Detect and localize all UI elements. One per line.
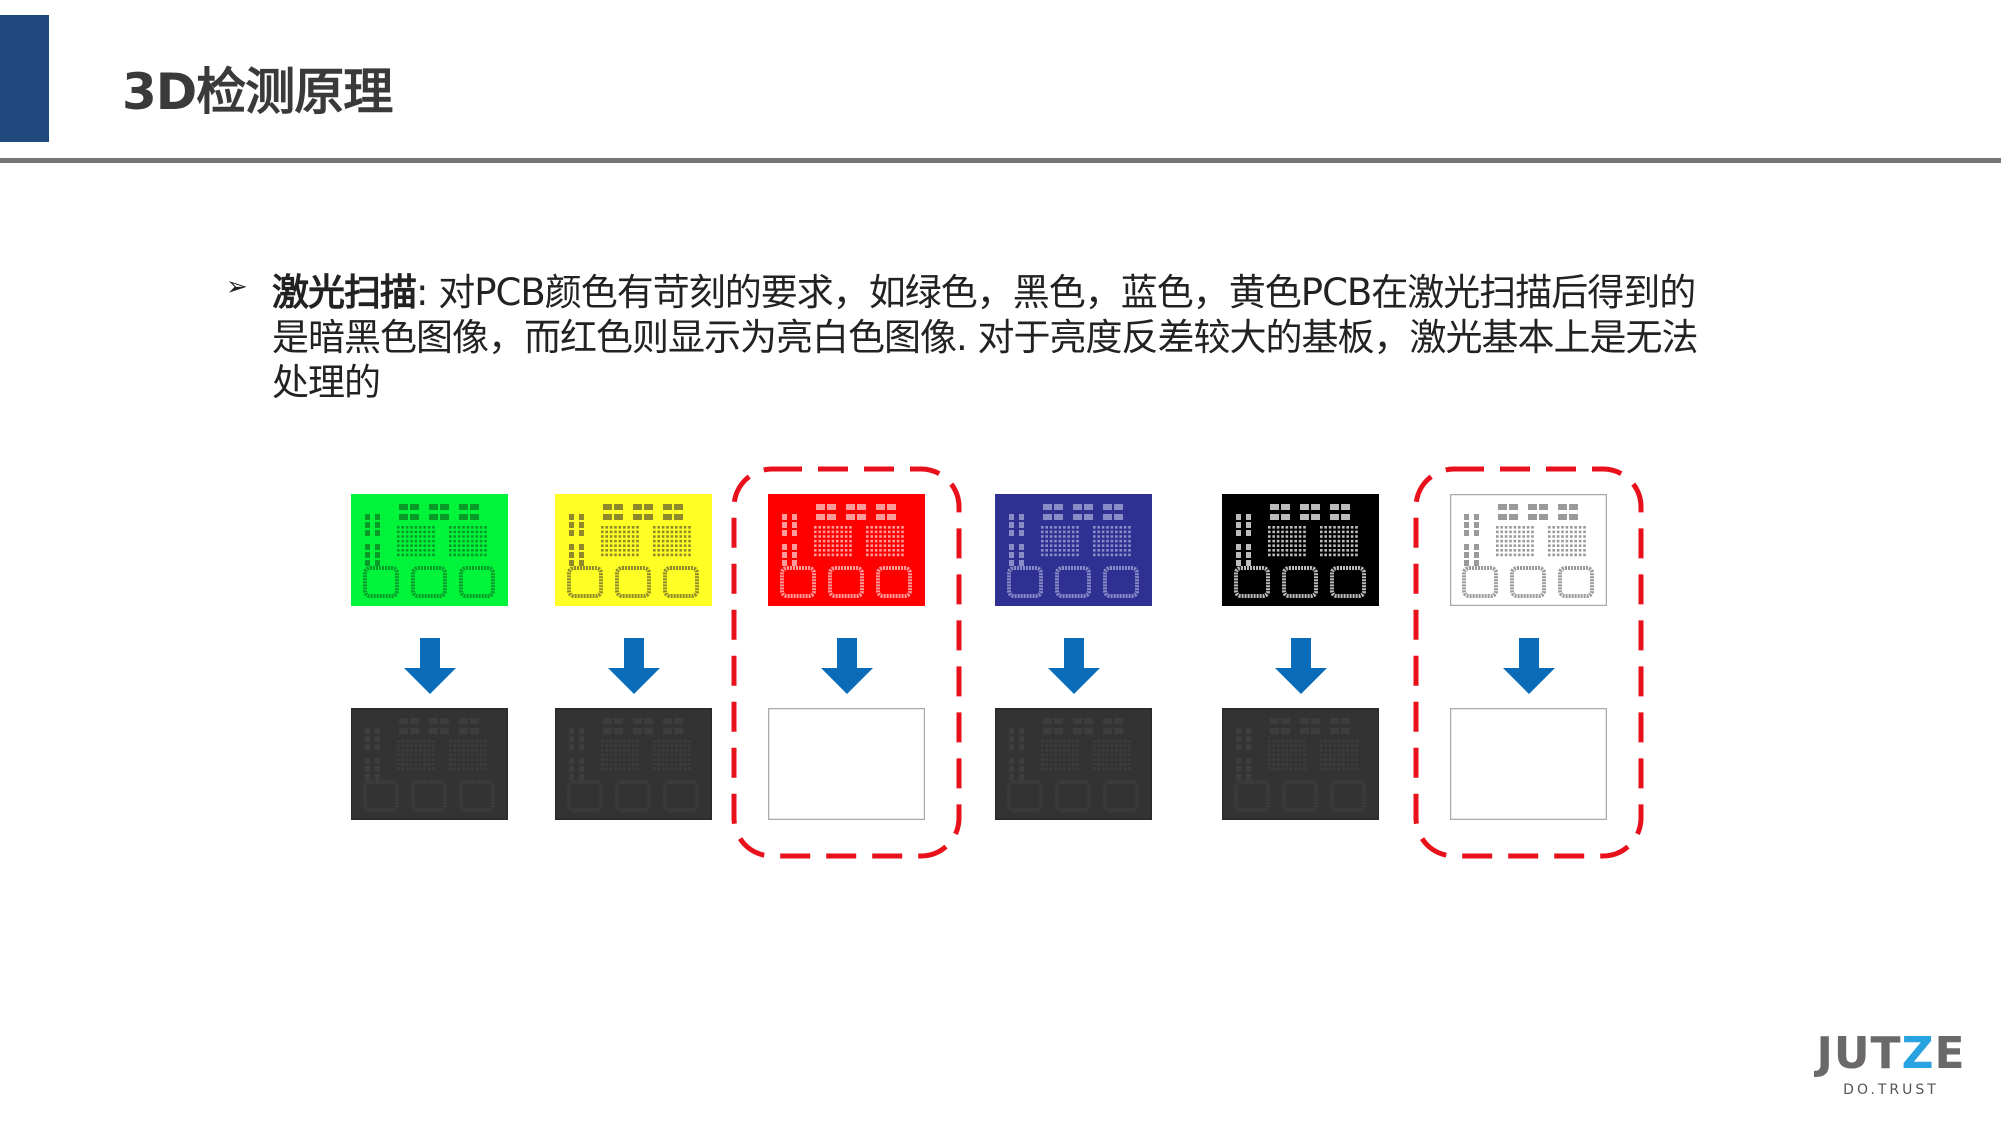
arrow-down-icon	[1273, 638, 1329, 694]
pcb-board-yellow	[554, 493, 713, 607]
bullet-line-1: 对PCB颜色有苛刻的要求，如绿色，黑色，蓝色，黄色PCB在激光扫描后得到的	[438, 271, 1696, 314]
pcb-board-green	[350, 493, 509, 607]
bullet-line-2: 是暗黑色图像，而红色则显示为亮白色图像. 对于亮度反差较大的基板，激光基本上是无…	[272, 316, 1699, 359]
pcb-board-black	[1221, 493, 1380, 607]
pcb-board-white	[1449, 493, 1608, 607]
laser-result-yellow	[554, 707, 713, 821]
header-divider	[0, 158, 2001, 163]
laser-result-green	[350, 707, 509, 821]
bullet-colon: :	[416, 271, 429, 314]
arrow-down-icon	[1046, 638, 1102, 694]
jutze-logo: JUTZE DO.TRUST	[1816, 1028, 1966, 1099]
page-title: 3D检测原理	[122, 63, 393, 121]
arrow-down-icon	[402, 638, 458, 694]
title-accent-bar	[0, 15, 49, 142]
laser-result-black	[1221, 707, 1380, 821]
laser-result-red	[767, 707, 926, 821]
bullet-line-3: 处理的	[272, 361, 381, 404]
arrow-down-icon	[819, 638, 875, 694]
bullet-text: 激光扫描: 对PCB颜色有苛刻的要求，如绿色，黑色，蓝色，黄色PCB在激光扫描后…	[272, 270, 1699, 405]
bullet-arrow-icon: ➢	[226, 272, 248, 302]
laser-result-blue	[994, 707, 1153, 821]
arrow-down-icon	[606, 638, 662, 694]
highlight-dashed-box	[731, 466, 962, 859]
laser-result-white	[1449, 707, 1608, 821]
arrow-down-icon	[1501, 638, 1557, 694]
highlight-dashed-box	[1413, 466, 1644, 859]
pcb-board-red	[767, 493, 926, 607]
pcb-board-blue	[994, 493, 1153, 607]
bullet-label: 激光扫描	[272, 271, 417, 314]
